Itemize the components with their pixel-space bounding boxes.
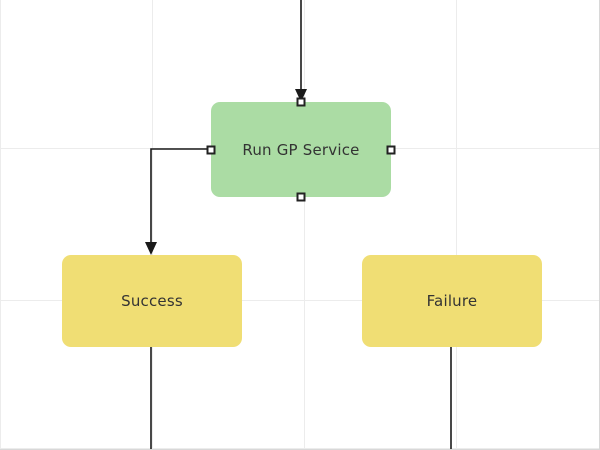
node-success-label: Success	[121, 292, 183, 310]
edge-run-gp-service-to-success-line[interactable]	[150, 148, 211, 248]
node-failure-label: Failure	[426, 292, 478, 310]
node-run-gp-service[interactable]: Run GP Service	[206, 97, 396, 202]
handle-left-run-gp-service[interactable]	[206, 145, 216, 154]
handle-top-run-gp-service[interactable]	[296, 97, 306, 107]
edge-incoming-top[interactable]	[295, 0, 307, 102]
edge-run-gp-service-to-success[interactable]	[145, 148, 211, 255]
handle-right-run-gp-service[interactable]	[386, 145, 396, 154]
node-failure[interactable]: Failure	[362, 255, 542, 347]
edge-incoming-top-arrowhead	[295, 89, 307, 102]
edge-run-gp-service-to-success-arrowhead	[145, 242, 157, 255]
node-run-gp-service-label: Run GP Service	[242, 140, 360, 159]
node-success[interactable]: Success	[62, 255, 242, 347]
handle-bottom-run-gp-service[interactable]	[296, 192, 306, 202]
